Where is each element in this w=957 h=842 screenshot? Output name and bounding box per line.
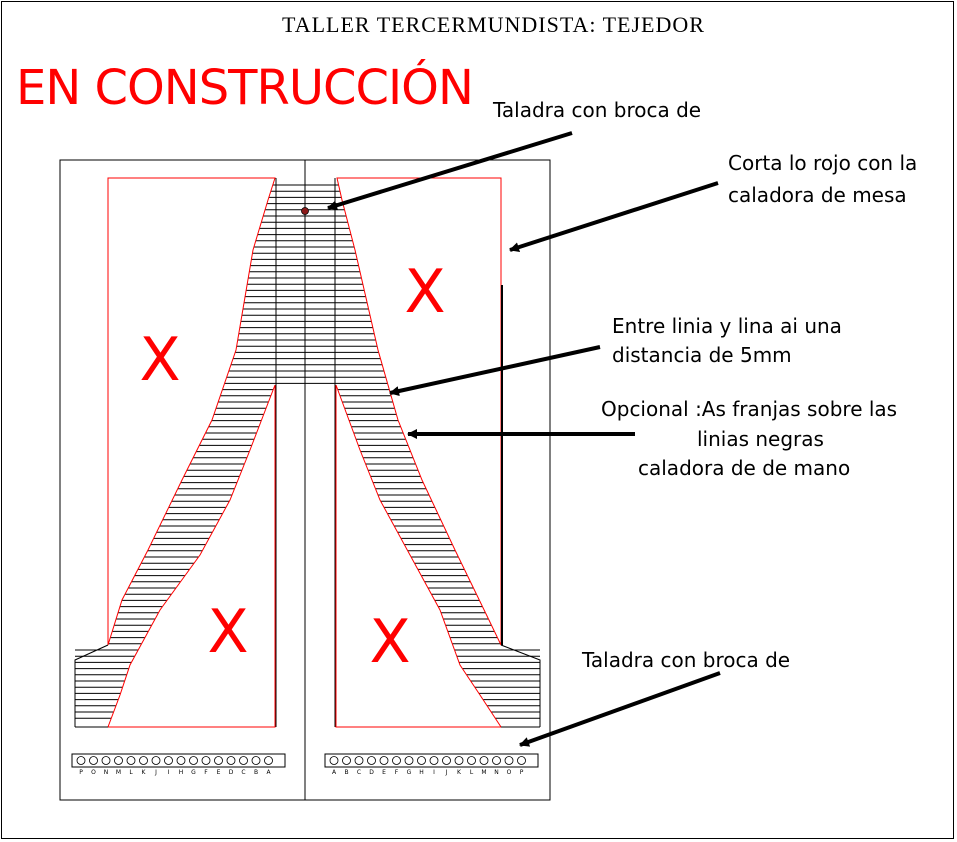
hole-label: G: [407, 769, 412, 776]
slot-hatching: [75, 178, 540, 727]
hole-label: A: [332, 769, 337, 776]
cut-outline-upper-right: [336, 177, 502, 646]
hole: [251, 756, 261, 765]
hole: [492, 756, 501, 765]
note-cut-red-line1: Corta lo rojo con la: [728, 151, 917, 175]
cut-outline-lower-left: [107, 384, 276, 728]
note-cut-red-line2: caladora de mesa: [728, 183, 907, 207]
hole-label: F: [395, 769, 399, 776]
hole: [151, 756, 161, 765]
hole: [89, 756, 98, 765]
hole-label: B: [344, 769, 348, 776]
cut-mark: X: [207, 597, 248, 667]
hole-label: I: [168, 769, 170, 776]
hole-strip-right: [324, 753, 539, 768]
hole: [226, 756, 236, 765]
construction-notice: EN CONSTRUCCIÓN: [16, 60, 474, 116]
left-wing-edge: [74, 644, 109, 727]
hole: [504, 756, 514, 765]
hole: [379, 756, 389, 765]
hole-label: M: [481, 769, 486, 776]
hole-label: O: [507, 769, 512, 776]
hole-label: G: [191, 769, 196, 776]
hole: [517, 756, 526, 765]
arrow-drill-bottom: [519, 671, 721, 747]
hole: [367, 756, 376, 765]
hole: [354, 756, 364, 765]
note-optional-line3: caladora de de mano: [638, 456, 850, 480]
hole-label: M: [116, 769, 121, 776]
hole: [176, 756, 186, 765]
hole-label: K: [142, 769, 147, 776]
hole-label: D: [229, 769, 234, 776]
hole-label: P: [520, 769, 524, 776]
hole: [239, 756, 248, 765]
hole: [442, 756, 451, 765]
hole-strip-left: [71, 753, 286, 768]
hole: [126, 756, 136, 765]
hole: [454, 756, 464, 765]
cut-outline-lower-right: [335, 384, 502, 728]
hole: [264, 756, 273, 765]
hole: [101, 756, 111, 765]
note-optional-line1: Opcional :As franjas sobre las: [601, 397, 897, 421]
hole-label: I: [433, 769, 435, 776]
hole-label: H: [179, 769, 184, 776]
hole: [201, 756, 211, 765]
hole: [392, 756, 401, 765]
arrow-drill-top: [327, 131, 573, 211]
hole: [342, 756, 351, 765]
hole: [429, 756, 439, 765]
note-optional-line2: linias negras: [697, 427, 824, 451]
hole-label: D: [369, 769, 374, 776]
right-wing-edge: [500, 644, 541, 727]
hole-label: N: [104, 769, 109, 776]
hole: [329, 756, 339, 765]
note-spacing-line2: distancia de 5mm: [612, 343, 792, 367]
hole-label: C: [241, 769, 245, 776]
note-spacing-line1: Entre linia y lina ai una: [612, 314, 842, 338]
note-drill-top: Taladra con broca de: [492, 98, 701, 122]
hole-label: N: [494, 769, 499, 776]
hole-label: L: [129, 769, 133, 776]
page-header: TALLER TERCERMUNDISTA: TEJEDOR: [282, 12, 705, 37]
note-drill-bottom: Taladra con broca de: [581, 648, 790, 672]
hole-label: P: [79, 769, 83, 776]
cut-mark: X: [369, 607, 410, 677]
hole: [417, 756, 426, 765]
hole-label: E: [217, 769, 221, 776]
hole-label: K: [457, 769, 462, 776]
hole-label: F: [204, 769, 208, 776]
arrow-cut-red: [509, 181, 719, 252]
hole-label: J: [154, 769, 157, 776]
cut-outline-upper-left: [107, 177, 276, 646]
hole: [164, 756, 173, 765]
hole-label: L: [470, 769, 474, 776]
hole: [214, 756, 223, 765]
drill-point: [301, 207, 309, 215]
hole-label: C: [357, 769, 361, 776]
hole: [114, 756, 123, 765]
hole-label: J: [445, 769, 448, 776]
hole: [467, 756, 476, 765]
hole: [139, 756, 148, 765]
hole-label: H: [419, 769, 424, 776]
cut-mark: X: [404, 257, 445, 327]
hole-label: A: [266, 769, 271, 776]
hole-label: O: [91, 769, 96, 776]
hole: [76, 756, 86, 765]
hole: [479, 756, 489, 765]
hole-label: B: [254, 769, 258, 776]
hole: [189, 756, 198, 765]
cut-mark: X: [139, 325, 180, 395]
hole: [404, 756, 414, 765]
hole-label: E: [382, 769, 386, 776]
arrow-spacing: [389, 345, 601, 396]
